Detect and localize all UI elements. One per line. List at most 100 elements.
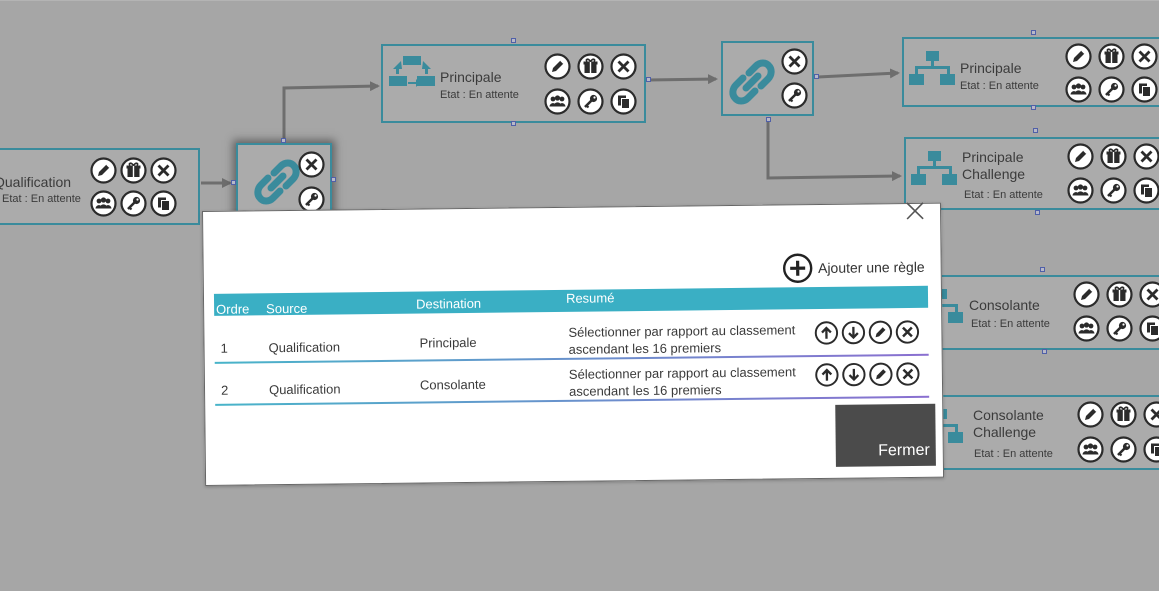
group-icon[interactable] <box>1065 76 1092 103</box>
cell-source: Qualification <box>268 381 341 398</box>
cell-summary: Sélectionner par rapport au classement a… <box>568 364 796 399</box>
node-title: Principale <box>440 69 502 85</box>
key-icon[interactable] <box>120 190 147 217</box>
node-title: Principale Challenge <box>962 149 1026 182</box>
node-title: Qualification <box>0 174 72 190</box>
copy-icon[interactable] <box>1131 76 1158 103</box>
group-icon[interactable] <box>1067 177 1094 204</box>
group-icon[interactable] <box>90 190 117 217</box>
add-rule-button[interactable]: Ajouter une règle <box>782 251 925 285</box>
key-icon[interactable] <box>298 186 325 213</box>
row-actions <box>815 362 920 387</box>
cell-destination: Principale <box>419 334 477 351</box>
connection-handle[interactable] <box>1031 30 1036 35</box>
connector-link-principale <box>282 81 380 140</box>
key-icon[interactable] <box>1100 177 1127 204</box>
selection-handle[interactable] <box>231 180 236 185</box>
copy-icon[interactable] <box>1133 177 1159 204</box>
dialog-close-button[interactable] <box>904 200 926 222</box>
group-icon[interactable] <box>544 88 571 115</box>
node-title: Consolante Challenge <box>973 407 1044 440</box>
gift-icon[interactable] <box>1110 401 1137 428</box>
close-icon <box>906 202 924 220</box>
distribution-rules-dialog: Ajouter une règle Ordre Source Destinati… <box>202 200 945 486</box>
close-circle-icon[interactable] <box>895 320 920 344</box>
copy-icon[interactable] <box>610 88 637 115</box>
connection-handle[interactable] <box>1040 267 1045 272</box>
row-actions <box>814 320 920 345</box>
close-circle-icon[interactable] <box>298 151 325 178</box>
move-down-icon[interactable] <box>842 362 866 387</box>
node-qualification[interactable]: Qualification Etat : En attente <box>0 148 200 225</box>
column-header-destination: Destination <box>415 295 482 312</box>
close-circle-icon[interactable] <box>610 53 637 80</box>
close-circle-icon[interactable] <box>1133 143 1159 170</box>
pencil-icon[interactable] <box>869 362 893 386</box>
cell-summary: Sélectionner par rapport au classement a… <box>568 322 796 357</box>
group-icon[interactable] <box>1073 315 1100 342</box>
node-consolante-challenge[interactable]: Consolante Challenge Etat : En attente <box>910 395 1159 470</box>
key-icon[interactable] <box>781 82 808 109</box>
bracket-tree-icon <box>910 149 958 194</box>
connection-handle[interactable] <box>766 117 771 122</box>
close-circle-icon[interactable] <box>896 362 920 386</box>
node-status: Etat : En attente <box>971 318 1050 330</box>
plus-circle-icon <box>783 253 813 283</box>
pencil-icon[interactable] <box>868 320 893 344</box>
pencil-icon[interactable] <box>1077 401 1104 428</box>
key-icon[interactable] <box>577 88 604 115</box>
gift-icon[interactable] <box>577 53 604 80</box>
gift-icon[interactable] <box>1098 43 1125 70</box>
connection-handle[interactable] <box>1033 128 1038 133</box>
gift-icon[interactable] <box>1106 281 1133 308</box>
close-circle-icon[interactable] <box>1143 401 1159 428</box>
node-title: Principale <box>960 60 1022 76</box>
copy-icon[interactable] <box>1139 315 1159 342</box>
node-consolante[interactable]: Consolante Etat : En attente <box>910 275 1159 350</box>
cell-destination: Consolante <box>419 376 486 393</box>
copy-icon[interactable] <box>1143 436 1159 463</box>
pencil-icon[interactable] <box>1067 143 1094 170</box>
node-title: Consolante <box>969 297 1040 313</box>
node-principale[interactable]: Principale Etat : En attente <box>381 44 646 123</box>
move-up-icon[interactable] <box>815 363 839 387</box>
close-circle-icon[interactable] <box>1139 281 1159 308</box>
close-circle-icon[interactable] <box>150 157 177 184</box>
connector-principale-link <box>647 74 718 85</box>
pencil-icon[interactable] <box>1065 43 1092 70</box>
top-border <box>0 0 1159 1</box>
chain-link-icon <box>252 157 302 212</box>
gift-icon[interactable] <box>120 157 147 184</box>
connection-handle[interactable] <box>1042 349 1047 354</box>
link-node[interactable] <box>721 41 814 116</box>
group-icon[interactable] <box>1077 436 1104 463</box>
connection-handle[interactable] <box>814 74 819 79</box>
connection-handle[interactable] <box>646 77 651 82</box>
close-dialog-button[interactable]: Fermer <box>835 403 936 467</box>
pencil-icon[interactable] <box>90 157 117 184</box>
key-icon[interactable] <box>1106 315 1133 342</box>
connection-handle[interactable] <box>1035 210 1040 215</box>
close-circle-icon[interactable] <box>781 48 808 75</box>
node-principale-challenge[interactable]: Principale Challenge Etat : En attente <box>904 137 1159 210</box>
connector-link-principale-right <box>817 68 900 79</box>
bracket-tree-icon <box>908 49 956 94</box>
selection-handle[interactable] <box>281 138 286 143</box>
copy-icon[interactable] <box>150 190 177 217</box>
gift-icon[interactable] <box>1100 143 1127 170</box>
pencil-icon[interactable] <box>544 53 571 80</box>
selection-handle[interactable] <box>331 177 336 182</box>
key-icon[interactable] <box>1098 76 1125 103</box>
connection-handle[interactable] <box>1031 105 1036 110</box>
connection-handle[interactable] <box>511 38 516 43</box>
connection-handle[interactable] <box>511 121 516 126</box>
column-header-order: Ordre <box>216 301 250 317</box>
pencil-icon[interactable] <box>1073 281 1100 308</box>
key-icon[interactable] <box>1110 436 1137 463</box>
add-rule-label: Ajouter une règle <box>817 258 925 277</box>
close-circle-icon[interactable] <box>1131 43 1158 70</box>
node-status: Etat : En attente <box>964 189 1043 201</box>
node-principale-right[interactable]: Principale Etat : En attente <box>902 37 1159 107</box>
move-up-icon[interactable] <box>814 321 839 345</box>
move-down-icon[interactable] <box>841 320 866 345</box>
